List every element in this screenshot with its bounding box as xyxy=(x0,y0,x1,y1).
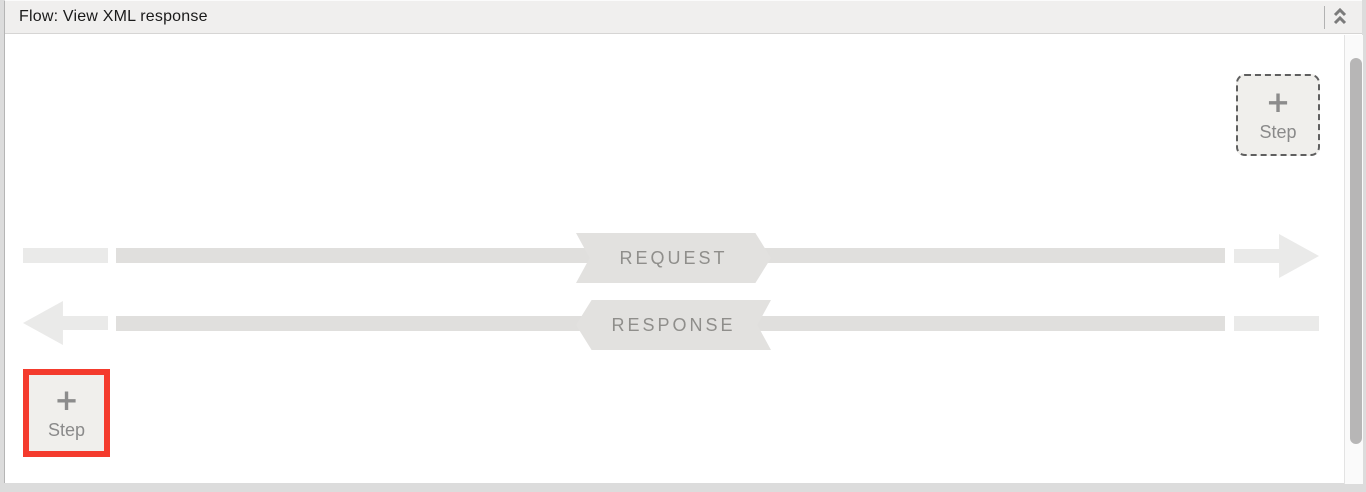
collapse-panel-button[interactable] xyxy=(1327,4,1353,31)
response-badge: RESPONSE xyxy=(576,300,771,350)
request-line-left-stub xyxy=(23,248,108,263)
response-line-right-stub xyxy=(1234,316,1319,331)
flow-panel: Flow: View XML response REQUEST RESPONSE… xyxy=(4,0,1363,484)
request-badge: REQUEST xyxy=(576,233,771,283)
panel-header: Flow: View XML response xyxy=(5,1,1362,34)
plus-icon: + xyxy=(1265,84,1291,119)
add-step-label: Step xyxy=(1259,121,1297,142)
add-step-label: Step xyxy=(47,419,86,440)
panel-title: Flow: View XML response xyxy=(19,8,208,25)
double-chevron-up-icon xyxy=(1332,6,1348,29)
vertical-scrollbar-thumb[interactable] xyxy=(1350,58,1362,444)
response-arrowhead-left xyxy=(23,301,108,345)
vertical-scrollbar-track[interactable] xyxy=(1344,35,1363,484)
request-arrowhead-right xyxy=(1234,234,1319,278)
header-divider xyxy=(1324,6,1325,29)
click-highlight-annotation: + Step xyxy=(23,369,110,457)
plus-icon: + xyxy=(54,382,79,417)
add-step-button-request[interactable]: + Step xyxy=(1236,74,1320,156)
add-step-button-response[interactable]: + Step xyxy=(29,375,104,451)
